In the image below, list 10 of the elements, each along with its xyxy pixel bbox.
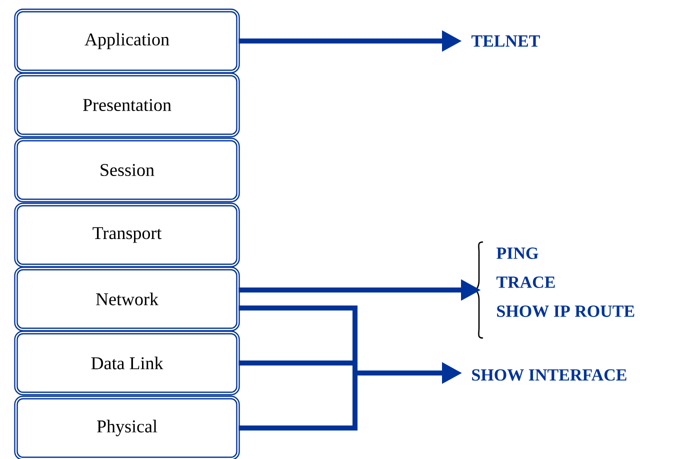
layer-box: Data Link [14,330,240,396]
tool-label: PING TRACE SHOW IP ROUTE [496,248,634,318]
layer-box: Transport [14,202,240,268]
tool-label: SHOW INTERFACE [472,369,626,381]
layer-box: Application [14,8,240,74]
layer-box: Network [14,266,240,332]
tool-label: TELNET [471,35,540,47]
layer-box: Physical [14,396,240,459]
layer-box: Presentation [14,72,240,138]
layer-box: Session [14,138,240,202]
